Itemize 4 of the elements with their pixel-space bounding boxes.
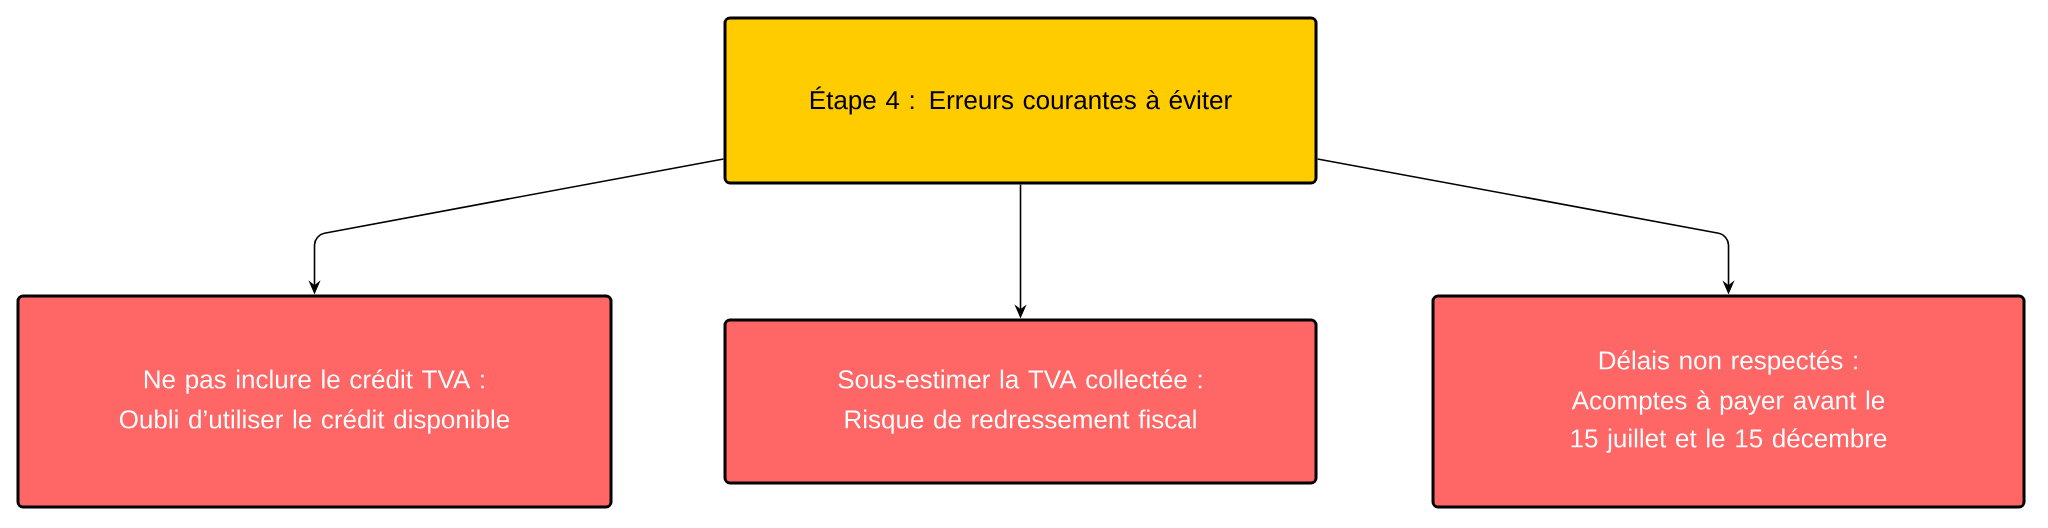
heading-box: Étape 4 : Erreurs courantes à éviter (723, 16, 1318, 185)
error-box: Délais non respectés : Acomptes à payer avant le 15 juillet et le 15 décembre (1431, 294, 2026, 509)
error-box: Ne pas inclure le crédit TVA : Oubli d’utiliser le crédit disponible (16, 294, 613, 509)
error-box: Sous-estimer la TVA collectée : Risque de redressement fiscal (723, 318, 1318, 485)
